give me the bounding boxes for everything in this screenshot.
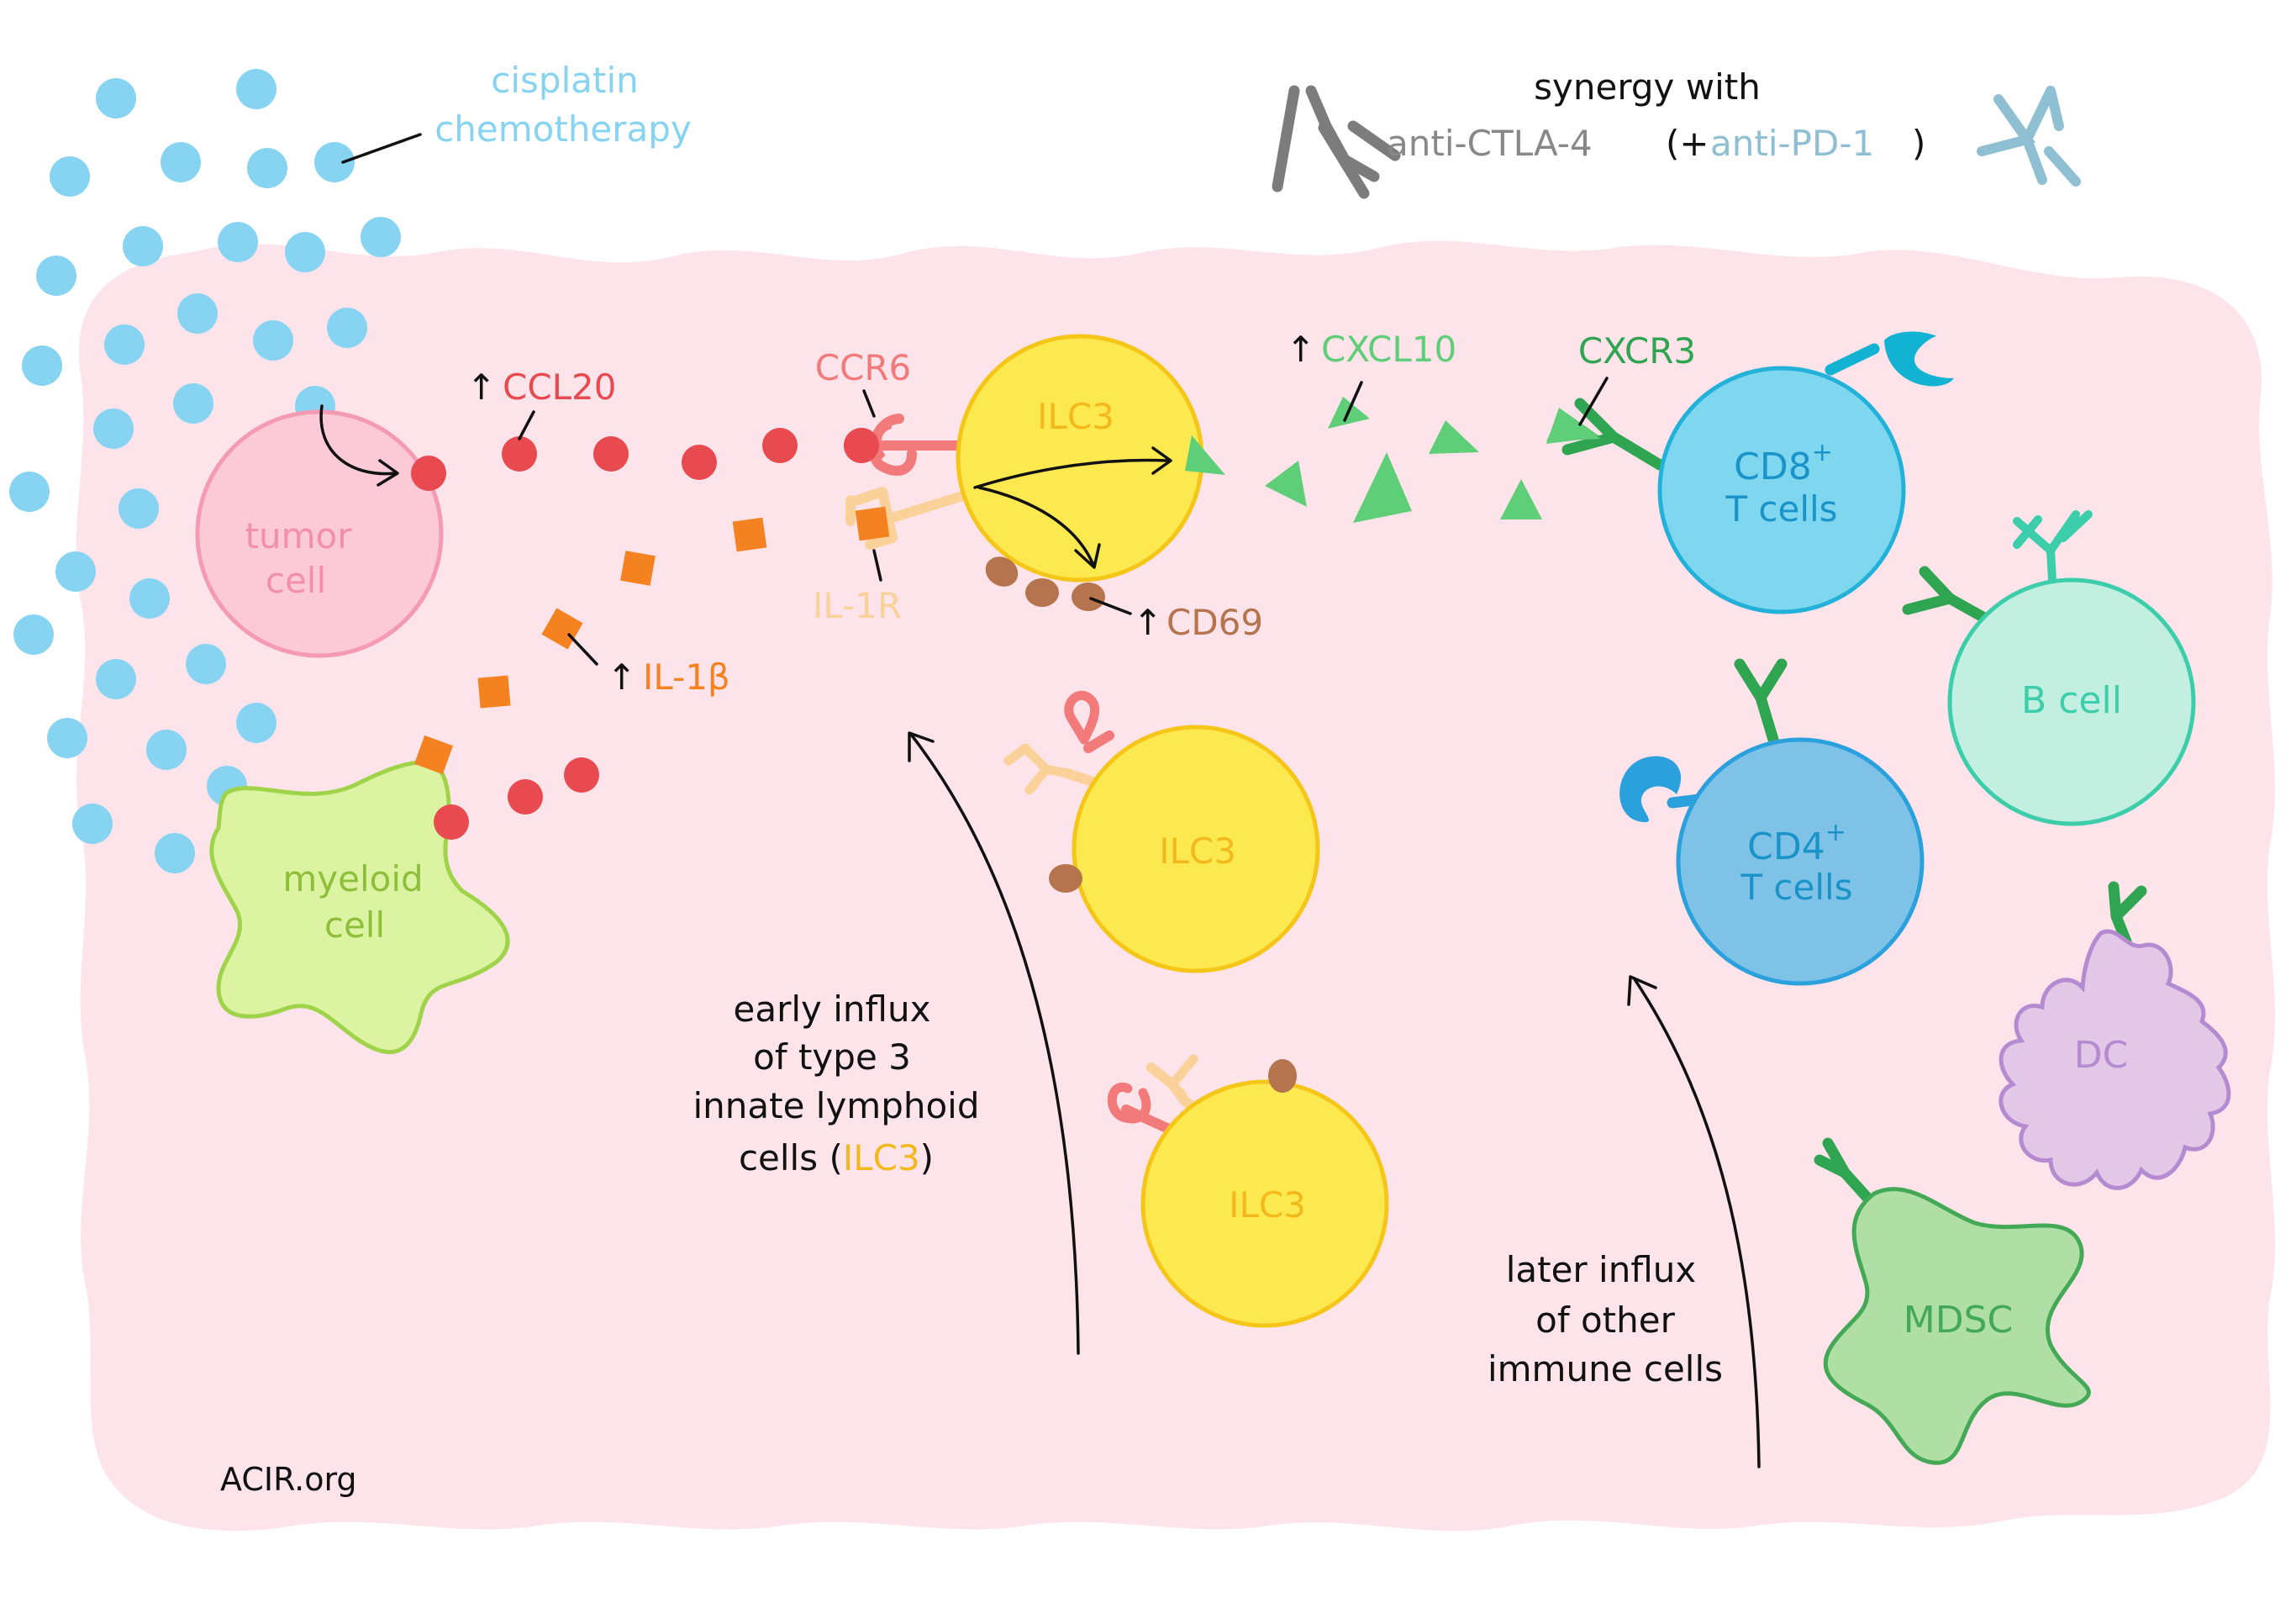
- myeloid-cell-label-line2: cell: [324, 904, 385, 946]
- later-influx-line3: immune cells: [1488, 1348, 1723, 1389]
- cd8-label-superscript: +: [1812, 438, 1833, 467]
- anti-pd1-antibody-icon: [1977, 86, 2081, 187]
- close-paren-label: ): [1912, 123, 1925, 164]
- cxcr3-label: CXCR3: [1578, 330, 1696, 372]
- cisplatin-dots: [9, 69, 401, 873]
- b-cell: [1947, 577, 2196, 826]
- cisplatin-to-tumor-arrowhead: [377, 459, 399, 487]
- cd8-label-sub: T cells: [1725, 488, 1837, 530]
- ilc3-main-label: ILC3: [1037, 396, 1114, 437]
- cisplatin-label-line2: chemotherapy: [434, 108, 692, 150]
- ccl20-label: CCL20: [503, 366, 617, 408]
- dendritic-cell: [1998, 929, 2231, 1190]
- later-influx-line1: later influx: [1506, 1249, 1697, 1290]
- anti-pd1-label: anti-PD-1: [1710, 123, 1874, 164]
- mdsc-cell: [1823, 1187, 2091, 1465]
- dc-label: DC: [2074, 1034, 2129, 1077]
- il1b-up-arrow: ↑: [607, 656, 636, 698]
- cxcl10-label: CXCL10: [1321, 329, 1456, 370]
- cd4-label-main: CD4+: [1747, 818, 1846, 868]
- cd4-label-sub: T cells: [1740, 867, 1852, 908]
- ilc3-second-cell: [1072, 725, 1320, 973]
- ccr6-pointer-line: [862, 389, 876, 418]
- synergy-label: synergy with: [1534, 66, 1761, 108]
- early-influx-arrow: [910, 734, 1080, 1355]
- later-influx-arrowhead: [1627, 975, 1657, 1006]
- cd69-up-arrow: ↑: [1133, 602, 1162, 643]
- ilc3-internal-arrowhead-right: [1151, 446, 1172, 475]
- early-influx-arrowhead: [908, 731, 935, 762]
- ilc3-third-label: ILC3: [1229, 1184, 1306, 1226]
- later-influx-arrow: [1633, 978, 1761, 1468]
- b-cell-receptors: [1902, 510, 2093, 628]
- cd69-label: CD69: [1166, 602, 1263, 643]
- cxcl10-bound-triangle: [1546, 414, 1601, 441]
- ccr6-label: CCR6: [815, 347, 912, 388]
- cxcl10-up-arrow: ↑: [1286, 329, 1315, 370]
- cisplatin-label-line1: cisplatin: [491, 60, 638, 101]
- acir-footer-label[interactable]: ACIR.org: [220, 1461, 357, 1498]
- early-influx-line4-a: cells (: [739, 1137, 843, 1178]
- early-influx-line4-ilc3: ILC3: [843, 1137, 920, 1178]
- ilc3-third-cell: [1140, 1079, 1389, 1328]
- cd8-label-main: CD8+: [1734, 438, 1833, 488]
- mdsc-label: MDSC: [1904, 1299, 2014, 1342]
- cisplatin-to-tumor-arrow: [319, 404, 397, 476]
- cd4-label-superscript: +: [1825, 818, 1846, 847]
- later-influx-line2: of other: [1535, 1300, 1675, 1341]
- b-cell-label: B cell: [2021, 679, 2122, 722]
- ccl20-pointer-line: [518, 410, 535, 440]
- cd69-receptors: [985, 556, 1105, 611]
- ilc3-second-receptors: [1003, 691, 1114, 795]
- ilc3-internal-arrow-right: [973, 458, 1170, 489]
- cxcr3-pointer-line: [1578, 377, 1609, 426]
- anti-ctla4-antibody-icon: [1272, 85, 1401, 199]
- tumor-cell-label-line2: cell: [266, 560, 326, 601]
- ilc3-internal-arrow-down: [977, 486, 1094, 565]
- early-influx-line1: early influx: [734, 989, 931, 1030]
- cd4-label-text: CD4: [1747, 825, 1825, 868]
- early-influx-line2: of type 3: [753, 1036, 911, 1078]
- cxcl10-pointer-line: [1343, 381, 1363, 422]
- early-influx-line4: cells (ILC3): [739, 1137, 934, 1178]
- myeloid-cell-label-line1: myeloid: [282, 858, 423, 899]
- mdsc-receptor: [1814, 1137, 1873, 1204]
- cd8-label-text: CD8: [1734, 445, 1812, 488]
- early-influx-line3: innate lymphoid: [692, 1085, 979, 1126]
- tumor-cell-label-line1: tumor: [245, 515, 353, 556]
- il1b-label: IL-1β: [643, 656, 730, 698]
- cxcr3-receptor: [1561, 398, 1666, 471]
- il1r-pointer-line: [872, 549, 882, 582]
- plus-open-label: (+: [1666, 123, 1709, 164]
- ccl20-bound-dot: [844, 428, 879, 463]
- dc-receptor: [2108, 881, 2147, 947]
- ilc3-internal-arrowhead-down: [1074, 543, 1101, 569]
- ilc3-second-label: ILC3: [1159, 830, 1236, 872]
- il1r-label: IL-1R: [813, 585, 902, 626]
- cd69-pointer-line: [1089, 597, 1132, 615]
- anti-ctla4-label: anti-CTLA-4: [1387, 123, 1593, 164]
- cd8-t-cell: [1657, 366, 1906, 614]
- cd4-t-cell: [1676, 737, 1925, 986]
- ccl20-up-arrow: ↑: [466, 366, 496, 408]
- il1b-bound-square: [855, 506, 890, 541]
- il1b-pointer-line: [567, 633, 598, 666]
- cd8-receptor-top: [1825, 331, 1954, 387]
- cd69-receptor-second: [1049, 864, 1082, 893]
- cd69-receptor-third: [1268, 1059, 1297, 1093]
- cisplatin-pointer-line: [341, 133, 422, 164]
- early-influx-line4-c: ): [920, 1137, 934, 1178]
- cd4-receptors: [1619, 658, 1788, 823]
